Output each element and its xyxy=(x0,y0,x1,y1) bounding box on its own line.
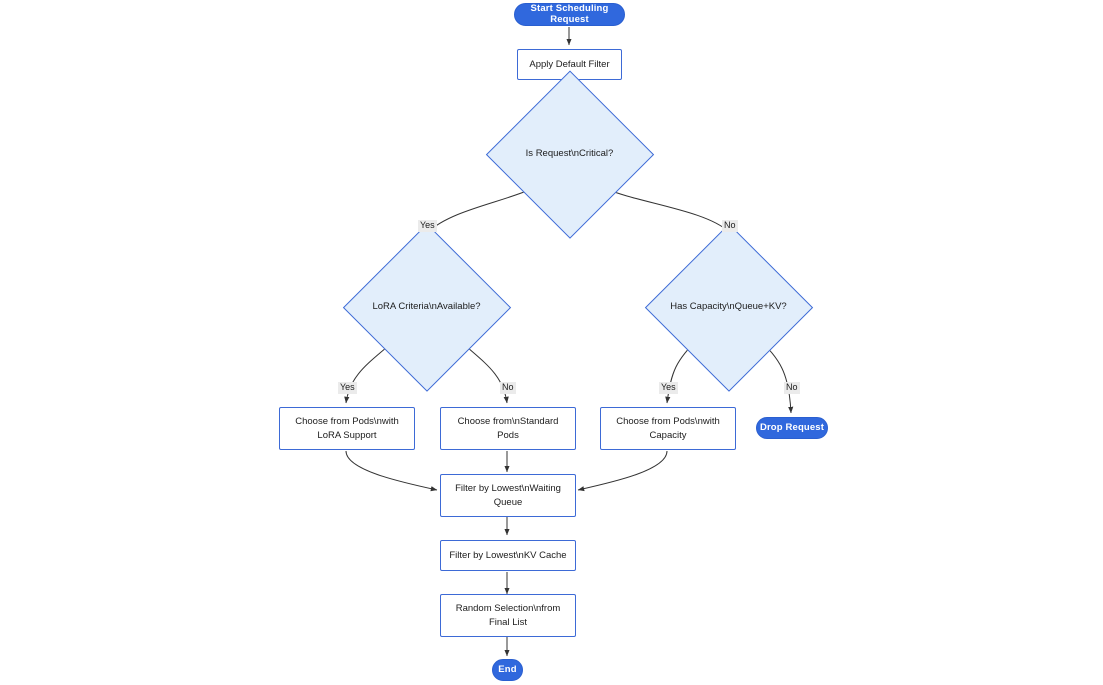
node-choose-capacity-pods-label-line1: Choose from Pods\nwith xyxy=(616,416,720,428)
node-choose-capacity-pods[interactable]: Choose from Pods\nwith Capacity xyxy=(600,407,736,450)
node-choose-standard-pods-label-line2: Pods xyxy=(497,429,519,441)
node-apply-default-filter-label: Apply Default Filter xyxy=(529,58,610,70)
node-choose-lora-pods-label-line1: Choose from Pods\nwith xyxy=(295,416,399,428)
node-start[interactable]: Start Scheduling Request xyxy=(514,3,625,26)
node-filter-waiting-queue-label-line2: Queue xyxy=(493,496,523,508)
node-choose-capacity-pods-label-line2: Capacity xyxy=(649,429,687,441)
edge-label-capacity-yes-text: Yes xyxy=(661,382,676,392)
node-filter-waiting-queue-label-line1: Filter by Lowest\nWaiting xyxy=(455,483,561,495)
node-has-capacity-label: Has Capacity\nQueue+KV? xyxy=(670,301,787,313)
node-drop-request-label: Drop Request xyxy=(759,421,825,433)
edge-label-lora-yes-text: Yes xyxy=(340,382,355,392)
node-random-selection-label-line2: Final List xyxy=(488,616,527,628)
edge-lora-pods-to-filter-queue xyxy=(345,450,438,492)
node-filter-kv-cache-label: Filter by Lowest\nKV Cache xyxy=(449,549,567,561)
node-random-selection-label-line1: Random Selection\nfrom xyxy=(455,603,561,615)
edge-label-critical-yes: Yes xyxy=(418,220,437,232)
node-choose-standard-pods-label-line1: Choose from\nStandard xyxy=(457,416,559,428)
node-random-selection[interactable]: Random Selection\nfrom Final List xyxy=(440,594,576,637)
node-has-capacity[interactable]: Has Capacity\nQueue+KV? xyxy=(644,223,813,392)
node-drop-request[interactable]: Drop Request xyxy=(756,417,828,439)
node-is-request-critical-label: Is Request\nCritical? xyxy=(525,148,614,160)
edge-label-lora-yes: Yes xyxy=(338,382,357,394)
edge-label-capacity-yes: Yes xyxy=(659,382,678,394)
edge-label-critical-no-text: No xyxy=(724,220,736,230)
node-choose-lora-pods[interactable]: Choose from Pods\nwith LoRA Support xyxy=(279,407,415,450)
edge-label-critical-no: No xyxy=(722,220,738,232)
node-end-label: End xyxy=(498,663,517,675)
node-filter-waiting-queue[interactable]: Filter by Lowest\nWaiting Queue xyxy=(440,474,576,517)
edge-label-capacity-no: No xyxy=(784,382,800,394)
node-lora-criteria-available[interactable]: LoRA Criteria\nAvailable? xyxy=(342,223,511,392)
node-start-label: Start Scheduling Request xyxy=(530,2,609,25)
edge-label-lora-no-text: No xyxy=(502,382,514,392)
node-lora-criteria-available-label: LoRA Criteria\nAvailable? xyxy=(372,301,481,313)
node-is-request-critical[interactable]: Is Request\nCritical? xyxy=(485,70,654,239)
node-end[interactable]: End xyxy=(492,659,523,681)
edge-label-lora-no: No xyxy=(500,382,516,394)
node-choose-lora-pods-label-line2: LoRA Support xyxy=(317,429,377,441)
edge-label-critical-yes-text: Yes xyxy=(420,220,435,230)
node-choose-standard-pods[interactable]: Choose from\nStandard Pods xyxy=(440,407,576,450)
edge-label-capacity-no-text: No xyxy=(786,382,798,392)
node-filter-kv-cache[interactable]: Filter by Lowest\nKV Cache xyxy=(440,540,576,571)
edge-capacity-pods-to-filter-queue xyxy=(577,450,668,492)
